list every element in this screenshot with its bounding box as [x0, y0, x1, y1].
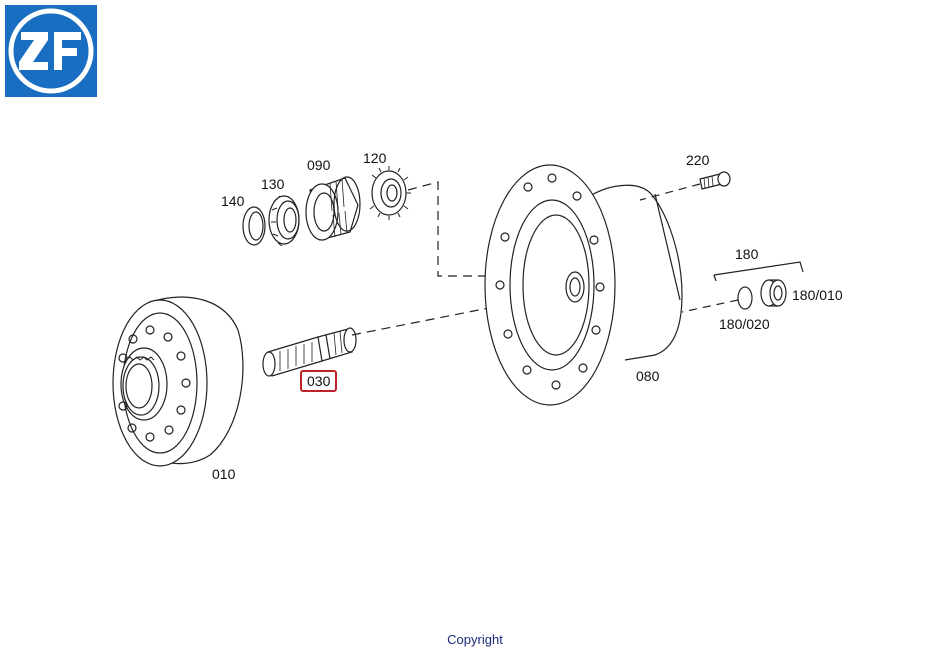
callout-180[interactable]: 180 — [735, 246, 759, 262]
callout-130[interactable]: 130 — [261, 176, 285, 192]
part-220-drawing[interactable] — [699, 171, 731, 190]
part-010-drawing[interactable] — [112, 296, 244, 467]
part-080-drawing[interactable] — [484, 164, 683, 406]
part-130-drawing[interactable] — [268, 195, 300, 247]
part-120-drawing[interactable] — [369, 166, 411, 220]
part-180-010-drawing[interactable] — [760, 279, 787, 307]
callout-120[interactable]: 120 — [363, 150, 387, 166]
part-180-020-drawing[interactable] — [737, 286, 753, 310]
callout-180-020[interactable]: 180/020 — [719, 316, 770, 332]
part-090-drawing[interactable] — [305, 176, 361, 241]
callout-140[interactable]: 140 — [221, 193, 245, 209]
callout-030-highlighted[interactable]: 030 — [300, 370, 338, 392]
callout-180-010[interactable]: 180/010 — [792, 287, 843, 303]
part-030-drawing[interactable] — [262, 327, 357, 377]
callout-080[interactable]: 080 — [636, 368, 660, 384]
part-140-drawing[interactable] — [242, 206, 266, 246]
zf-logo — [5, 5, 97, 97]
callout-010[interactable]: 010 — [212, 466, 236, 482]
copyright-link[interactable]: Copyright — [447, 632, 503, 647]
callout-220[interactable]: 220 — [686, 152, 710, 168]
callout-090[interactable]: 090 — [307, 157, 331, 173]
